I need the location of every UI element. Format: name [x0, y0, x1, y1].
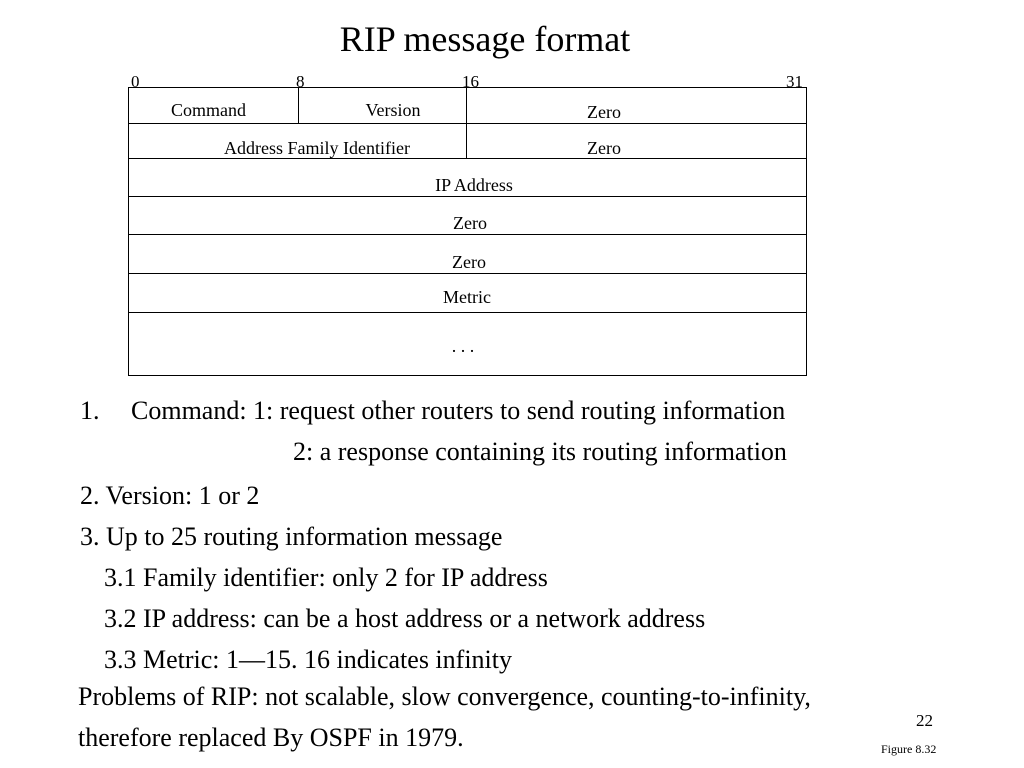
problems-line-2: therefore replaced By OSPF in 1979.: [78, 723, 464, 752]
row-divider-1: [128, 123, 807, 124]
row-divider-2: [128, 158, 807, 159]
row-divider-6: [128, 312, 807, 313]
page-number: 22: [916, 711, 933, 730]
field-command: Command: [171, 100, 246, 120]
field-zero-row1: Zero: [587, 102, 621, 122]
field-address-family-identifier: Address Family Identifier: [224, 138, 410, 158]
note-1-line1: Command: 1: request other routers to sen…: [131, 396, 786, 425]
col-divider-16: [466, 87, 467, 158]
note-3-1: 3.1 Family identifier: only 2 for IP add…: [104, 563, 548, 592]
row-divider-5: [128, 273, 807, 274]
row-divider-4: [128, 234, 807, 235]
bit-label-8: 8: [296, 72, 305, 91]
note-2: 2. Version: 1 or 2: [80, 481, 260, 510]
field-ip-address: IP Address: [435, 175, 513, 195]
note-1-number: 1.: [80, 396, 100, 425]
field-ellipsis: . . .: [451, 336, 475, 356]
field-version: Version: [365, 100, 421, 120]
col-divider-8: [298, 87, 299, 123]
note-3: 3. Up to 25 routing information message: [80, 522, 503, 551]
bit-label-31: 31: [786, 72, 803, 91]
field-zero-row5: Zero: [452, 252, 486, 272]
diagram-frame: [128, 87, 807, 376]
field-zero-row4: Zero: [453, 213, 487, 233]
note-3-3: 3.3 Metric: 1—15. 16 indicates infinity: [104, 645, 512, 674]
bit-label-0: 0: [131, 72, 140, 91]
note-1-line2: 2: a response containing its routing inf…: [293, 437, 787, 466]
bit-label-16: 16: [462, 72, 479, 91]
row-divider-3: [128, 196, 807, 197]
field-metric: Metric: [443, 287, 491, 307]
figure-label: Figure 8.32: [881, 742, 937, 756]
field-zero-row2: Zero: [587, 138, 621, 158]
note-3-2: 3.2 IP address: can be a host address or…: [104, 604, 706, 633]
problems-line-1: Problems of RIP: not scalable, slow conv…: [78, 682, 811, 711]
slide-title: RIP message format: [339, 19, 631, 59]
